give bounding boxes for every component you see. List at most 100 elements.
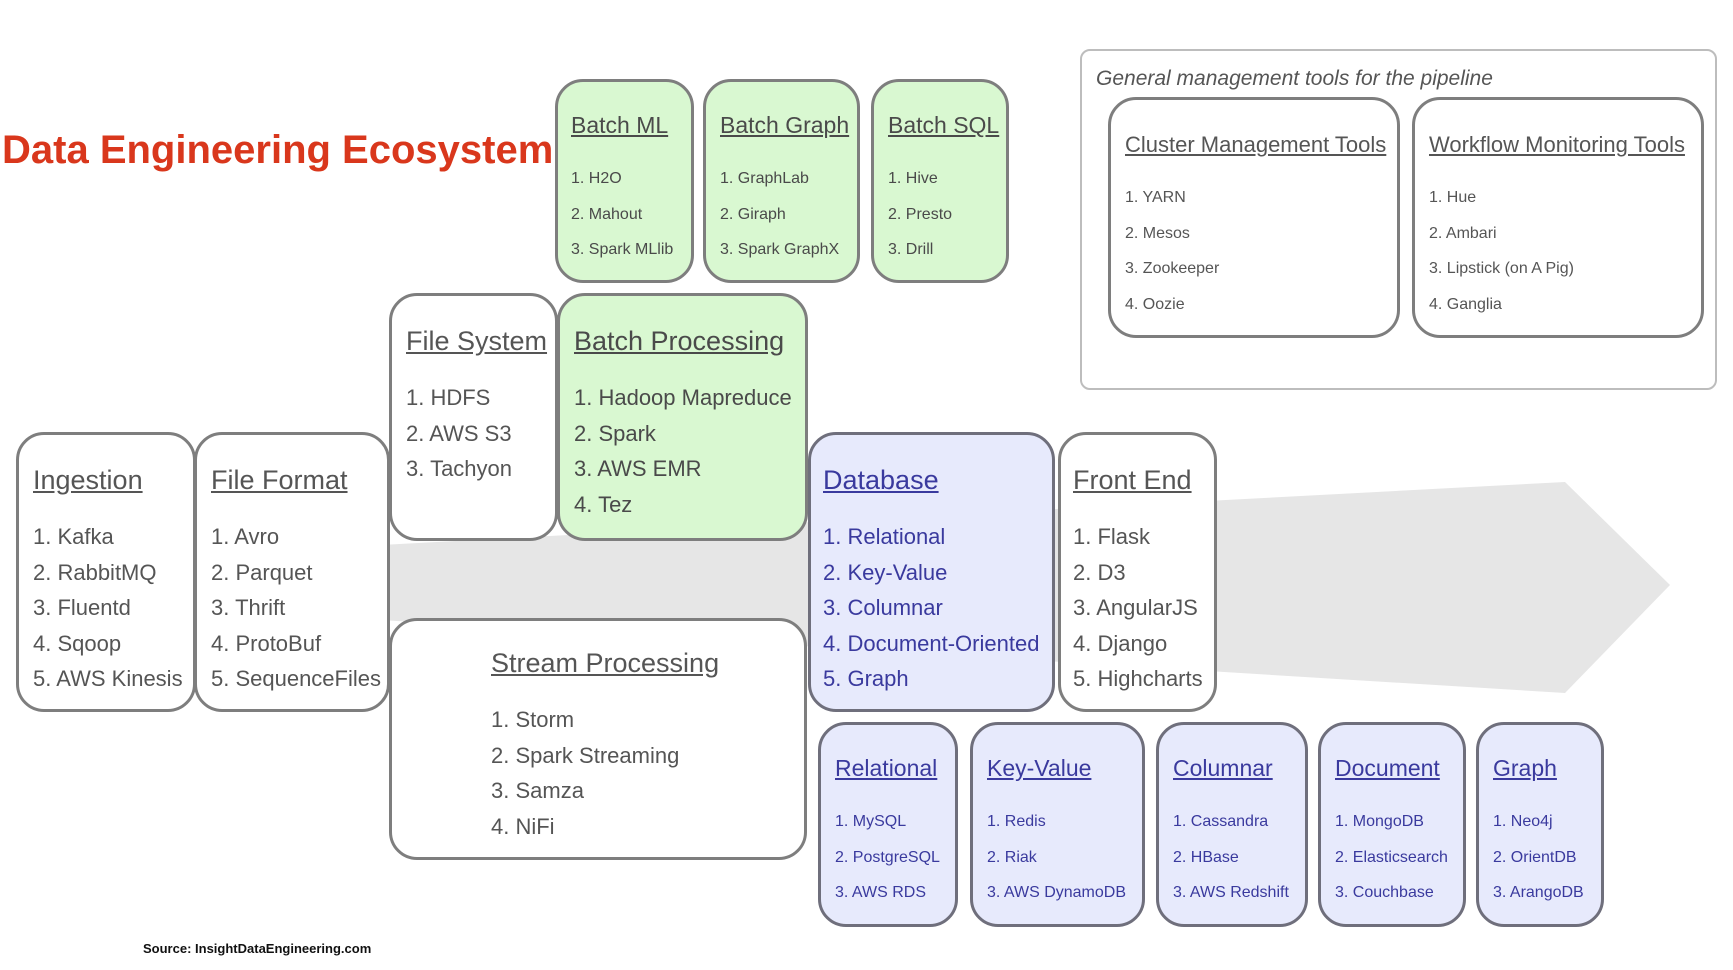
list-item: 1. Avro bbox=[211, 524, 280, 549]
list-item: 3. Drill bbox=[888, 241, 934, 258]
list-item: 4. Oozie bbox=[1125, 295, 1185, 313]
list-item: 2. HBase bbox=[1173, 848, 1239, 866]
list-item: 4. Ganglia bbox=[1429, 295, 1502, 313]
list-item: 2. RabbitMQ bbox=[33, 559, 157, 585]
list-item: 1. YARN bbox=[1125, 189, 1186, 206]
list-item: 3. AWS RDS bbox=[835, 884, 926, 901]
graph-db-box: Graph 1. Neo4j 2. OrientDB 3. ArangoDB bbox=[1476, 722, 1604, 927]
list-item: 4. NiFi bbox=[491, 813, 555, 839]
file-system-box: File System 1. HDFS 2. AWS S3 3. Tachyon bbox=[389, 293, 558, 541]
list-item: 2. Mahout bbox=[571, 205, 643, 223]
cluster-management-title: Cluster Management Tools bbox=[1125, 132, 1387, 157]
list-item: 2. Key-Value bbox=[823, 559, 948, 585]
list-item: 3. AWS Redshift bbox=[1173, 884, 1289, 901]
list-item: 1. Hadoop Mapreduce bbox=[574, 385, 792, 410]
list-item: 4. Tez bbox=[574, 491, 633, 517]
list-item: 1. Hive bbox=[888, 170, 938, 187]
batch-graph-title: Batch Graph bbox=[720, 112, 850, 138]
list-item: 2. D3 bbox=[1073, 559, 1126, 585]
workflow-monitoring-title: Workflow Monitoring Tools bbox=[1429, 132, 1685, 157]
management-caption: General management tools for the pipelin… bbox=[1096, 67, 1493, 90]
columnar-title: Columnar bbox=[1173, 755, 1273, 781]
list-item: 4. ProtoBuf bbox=[211, 630, 322, 656]
list-item: 3. AWS DynamoDB bbox=[987, 884, 1127, 901]
list-item: 2. AWS S3 bbox=[406, 420, 512, 446]
list-item: 1. MongoDB bbox=[1335, 813, 1424, 830]
columnar-db-box: Columnar 1. Cassandra 2. HBase 3. AWS Re… bbox=[1156, 722, 1308, 927]
list-item: 1. Kafka bbox=[33, 524, 114, 549]
graph-title: Graph bbox=[1493, 755, 1557, 781]
list-item: 2. Parquet bbox=[211, 559, 313, 585]
list-item: 3. Spark MLlib bbox=[571, 241, 674, 258]
batch-sql-title: Batch SQL bbox=[888, 112, 1000, 138]
list-item: 3. Zookeeper bbox=[1125, 260, 1220, 277]
batch-sql-box: Batch SQL 1. Hive 2. Presto 3. Drill bbox=[871, 79, 1009, 283]
front-end-title: Front End bbox=[1073, 465, 1192, 495]
list-item: 5. SequenceFiles bbox=[211, 666, 381, 691]
batch-ml-box: Batch ML 1. H2O 2. Mahout 3. Spark MLlib bbox=[555, 79, 694, 283]
list-item: 2. Presto bbox=[888, 205, 953, 223]
list-item: 2. PostgreSQL bbox=[835, 848, 940, 866]
list-item: 5. AWS Kinesis bbox=[33, 666, 183, 691]
relational-title: Relational bbox=[835, 755, 938, 781]
list-item: 3. Thrift bbox=[211, 595, 286, 620]
workflow-monitoring-box: Workflow Monitoring Tools 1. Hue 2. Amba… bbox=[1412, 97, 1704, 338]
list-item: 3. Spark GraphX bbox=[720, 241, 840, 258]
list-item: 1. Hue bbox=[1429, 189, 1477, 206]
batch-graph-box: Batch Graph 1. GraphLab 2. Giraph 3. Spa… bbox=[703, 79, 860, 283]
ingestion-title: Ingestion bbox=[33, 465, 143, 495]
list-item: 5. Graph bbox=[823, 666, 909, 691]
list-item: 2. Spark Streaming bbox=[491, 742, 680, 768]
list-item: 2. Spark bbox=[574, 420, 656, 446]
list-item: 3. Tachyon bbox=[406, 456, 513, 481]
list-item: 1. Flask bbox=[1073, 524, 1151, 549]
list-item: 3. AWS EMR bbox=[574, 456, 702, 481]
list-item: 3. Couchbase bbox=[1335, 884, 1434, 901]
list-item: 3. Samza bbox=[491, 778, 584, 803]
keyvalue-title: Key-Value bbox=[987, 755, 1092, 781]
list-item: 4. Sqoop bbox=[33, 630, 122, 656]
relational-db-box: Relational 1. MySQL 2. PostgreSQL 3. AWS… bbox=[818, 722, 958, 927]
database-box: Database 1. Relational 2. Key-Value 3. C… bbox=[808, 432, 1055, 712]
list-item: 2. OrientDB bbox=[1493, 848, 1577, 866]
list-item: 3. Fluentd bbox=[33, 595, 131, 620]
list-item: 1. Redis bbox=[987, 813, 1046, 830]
batch-ml-title: Batch ML bbox=[571, 112, 669, 138]
list-item: 1. HDFS bbox=[406, 385, 491, 410]
list-item: 2. Elasticsearch bbox=[1335, 848, 1448, 866]
database-title: Database bbox=[823, 465, 939, 495]
file-system-title: File System bbox=[406, 326, 548, 356]
list-item: 2. Ambari bbox=[1429, 224, 1497, 242]
stream-processing-box: Stream Processing 1. Storm 2. Spark Stre… bbox=[389, 618, 807, 860]
list-item: 2. Riak bbox=[987, 848, 1037, 866]
batch-processing-box: Batch Processing 1. Hadoop Mapreduce 2. … bbox=[557, 293, 808, 541]
list-item: 3. Columnar bbox=[823, 595, 943, 620]
document-title: Document bbox=[1335, 755, 1440, 781]
list-item: 1. Cassandra bbox=[1173, 813, 1269, 830]
list-item: 1. H2O bbox=[571, 170, 622, 187]
list-item: 2. Giraph bbox=[720, 205, 786, 223]
list-item: 3. Lipstick (on A Pig) bbox=[1429, 260, 1574, 277]
list-item: 1. Neo4j bbox=[1493, 813, 1553, 830]
cluster-management-box: Cluster Management Tools 1. YARN 2. Meso… bbox=[1108, 97, 1400, 338]
list-item: 4. Django bbox=[1073, 630, 1168, 656]
file-format-title: File Format bbox=[211, 465, 348, 495]
list-item: 2. Mesos bbox=[1125, 224, 1190, 242]
list-item: 3. AngularJS bbox=[1073, 595, 1198, 620]
list-item: 1. MySQL bbox=[835, 813, 907, 830]
batch-processing-title: Batch Processing bbox=[574, 326, 785, 356]
list-item: 1. Storm bbox=[491, 707, 575, 732]
list-item: 1. Relational bbox=[823, 524, 946, 549]
list-item: 4. Document-Oriented bbox=[823, 630, 1040, 656]
list-item: 3. ArangoDB bbox=[1493, 884, 1584, 901]
list-item: 5. Highcharts bbox=[1073, 666, 1203, 691]
source-credit: Source: InsightDataEngineering.com bbox=[143, 941, 372, 956]
stream-processing-title: Stream Processing bbox=[491, 648, 720, 678]
file-format-box: File Format 1. Avro 2. Parquet 3. Thrift… bbox=[194, 432, 390, 712]
page-title: Data Engineering Ecosystem bbox=[2, 128, 554, 172]
keyvalue-db-box: Key-Value 1. Redis 2. Riak 3. AWS Dynamo… bbox=[970, 722, 1145, 927]
front-end-box: Front End 1. Flask 2. D3 3. AngularJS 4.… bbox=[1058, 432, 1217, 712]
document-db-box: Document 1. MongoDB 2. Elasticsearch 3. … bbox=[1318, 722, 1466, 927]
list-item: 1. GraphLab bbox=[720, 170, 809, 187]
ingestion-box: Ingestion 1. Kafka 2. RabbitMQ 3. Fluent… bbox=[16, 432, 196, 712]
